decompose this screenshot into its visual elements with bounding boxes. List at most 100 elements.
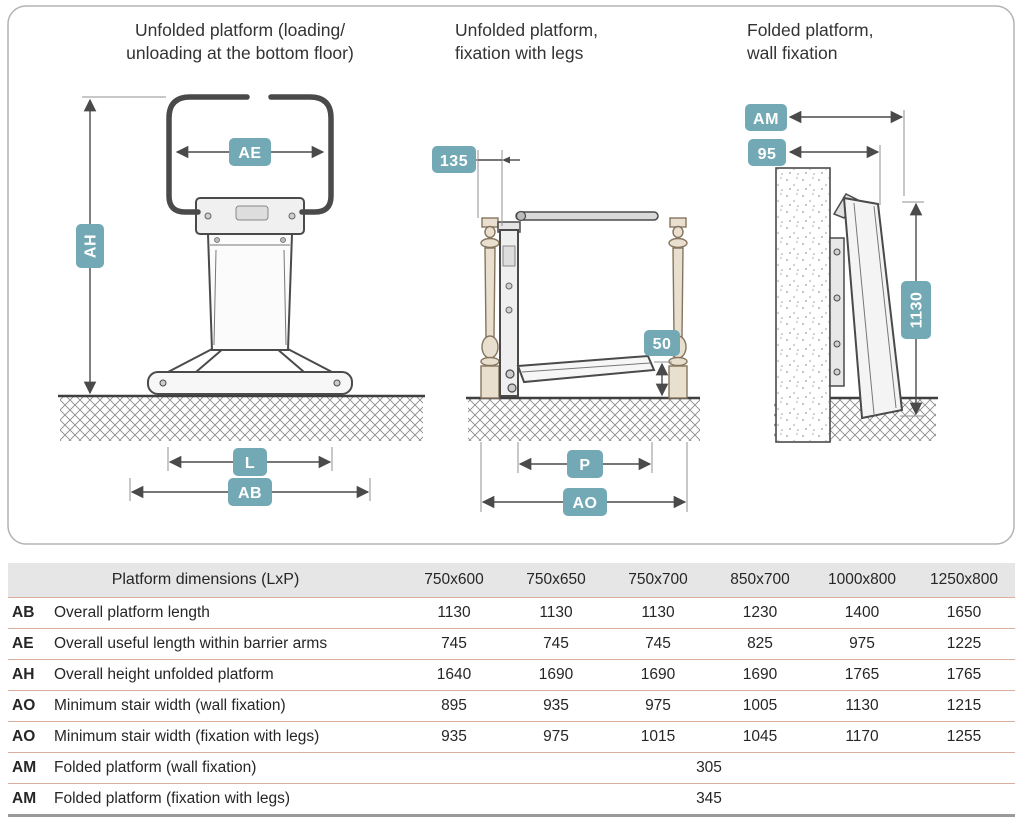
row-value: 1690 [538,666,574,683]
dimensions-table: Platform dimensions (LxP) 750x600 750x65… [8,563,1015,817]
row-label: Minimum stair width (wall fixation) [54,697,286,714]
dim-ah: AH [76,96,166,395]
row-label: Overall height unfolded platform [54,666,274,683]
panel-unfolded-bottom-floor: Unfolded platform (loading/ unloading at… [58,20,425,506]
platform-base [147,347,353,395]
row-value: 1215 [946,697,982,714]
row-value: 975 [645,697,671,714]
column-header: 850x700 [709,563,811,598]
platform-panel [206,233,294,351]
row-label: Overall useful length within barrier arm… [54,635,328,652]
row-label: Folded platform (fixation with legs) [54,790,291,807]
dim-135: 135 [432,146,520,226]
row-value: 1765 [844,666,880,683]
table-row: AM Folded platform (fixation with legs) … [8,784,1015,816]
badge-p [567,450,603,478]
badge-ab-label: AB [238,485,262,502]
badge-135-label: 135 [440,153,468,170]
row-value: 1400 [844,604,880,621]
badge-ah-label: AH [83,234,100,258]
badge-50 [644,330,680,356]
row-value: 935 [543,697,569,714]
row-value: 895 [441,697,467,714]
dim-50: 50 [644,330,680,397]
dim-ao: AO [480,442,688,516]
table-title: Platform dimensions (LxP) [8,563,403,598]
row-code: AB [12,604,35,621]
row-code: AH [12,666,35,683]
row-code: AM [12,759,37,776]
row-code: AO [12,697,36,714]
row-value: 1690 [640,666,676,683]
badge-1130 [901,281,931,339]
table-row: AM Folded platform (wall fixation) 305 [8,753,1015,784]
dim-am: AM [745,104,905,196]
diagram-panel: Unfolded platform (loading/ unloading at… [7,5,1015,545]
lift-unit-side [497,210,659,397]
badge-l [233,448,267,476]
panel2-title-line2: fixation with legs [455,43,584,63]
table-row: AB Overall platform length 1130 1130 113… [8,598,1015,629]
badge-1130-label: 1130 [909,292,926,329]
row-value: 935 [441,728,467,745]
row-value: 1640 [436,666,472,683]
badge-ae [229,138,271,166]
row-label: Minimum stair width (fixation with legs) [54,728,320,745]
badge-am-label: AM [753,111,779,128]
row-label: Overall platform length [54,604,210,621]
row-value: 1130 [539,604,573,621]
badge-95-label: 95 [758,146,777,163]
dim-ae: AE [175,138,325,166]
table-header-row: Platform dimensions (LxP) 750x600 750x65… [8,563,1015,598]
ground-hatch-1 [60,397,423,441]
column-header: 1000x800 [811,563,913,598]
badge-ab [228,478,272,506]
control-box [195,197,305,235]
panel1-title-line1: Unfolded platform (loading/ [135,20,345,40]
column-header: 1250x800 [913,563,1015,598]
row-value: 745 [543,635,569,652]
badge-ae-label: AE [238,145,261,162]
badge-ah [76,224,104,268]
panel-wall-fixation: Folded platform, wall fixation AM [745,20,938,443]
badge-135 [432,146,476,173]
badge-ao-label: AO [573,495,598,512]
dim-95: 95 [748,139,881,205]
row-value: 975 [543,728,569,745]
dim-l: L [167,447,333,476]
badge-ao [563,488,607,516]
row-value: 1690 [742,666,778,683]
row-value-span: 305 [696,759,722,776]
table-row: AO Minimum stair width (wall fixation) 8… [8,691,1015,722]
row-label: Folded platform (wall fixation) [54,759,257,776]
panel2-title-line1: Unfolded platform, [455,20,598,40]
row-value-span: 345 [696,790,722,807]
row-value: 1130 [437,604,471,621]
column-header: 750x700 [607,563,709,598]
row-value: 1170 [845,728,879,745]
table-row: AH Overall height unfolded platform 1640… [8,660,1015,691]
row-value: 1015 [640,728,676,745]
row-value: 1230 [742,604,778,621]
folded-platform [829,193,904,420]
badge-l-label: L [245,455,255,472]
row-value: 1650 [946,604,982,621]
table-row: AE Overall useful length within barrier … [8,629,1015,660]
row-value: 825 [747,635,773,652]
panel1-title-line2: unloading at the bottom floor) [126,43,354,63]
badge-p-label: P [579,457,590,474]
row-value: 745 [441,635,467,652]
row-value: 1765 [946,666,982,683]
barrier-arms [166,94,334,215]
column-header: 750x600 [403,563,505,598]
badge-95 [748,139,786,166]
panel3-title-line2: wall fixation [746,43,837,63]
dim-ab: AB [129,478,371,506]
dim-1130: 1130 [900,201,931,417]
panel-fixation-with-legs: Unfolded platform, fixation with legs [432,20,700,516]
badge-am [745,104,787,131]
ground-hatch-2 [468,399,700,441]
row-value: 1255 [946,728,982,745]
row-code: AE [12,635,34,652]
